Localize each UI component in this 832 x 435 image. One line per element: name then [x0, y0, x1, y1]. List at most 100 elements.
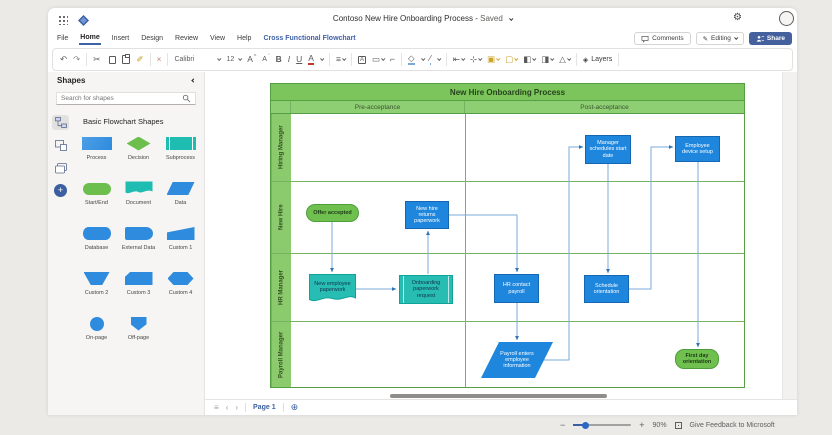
connector-button[interactable]: ⌐: [389, 54, 395, 65]
bold-button[interactable]: B: [275, 54, 282, 65]
vertical-scrollbar[interactable]: [782, 72, 797, 399]
search-input[interactable]: [61, 95, 171, 102]
stencil-shape-external-data[interactable]: External Data: [118, 226, 160, 262]
account-avatar[interactable]: [779, 11, 794, 26]
font-size-select[interactable]: 12: [226, 56, 243, 63]
lane-hiring-manager[interactable]: Hiring Manager: [271, 114, 744, 181]
stencil-shape-database[interactable]: Database: [76, 226, 118, 262]
font-name-select[interactable]: Calibri: [174, 56, 222, 63]
stencil-shape-custom-1[interactable]: Custom 1: [160, 226, 202, 262]
align-objects-button[interactable]: ⇤: [453, 55, 466, 64]
stencil-shape-decision[interactable]: Decision: [118, 136, 160, 172]
document-title[interactable]: Contoso New Hire Onboarding Process - Sa…: [168, 14, 677, 23]
shape-hr-contact-payroll[interactable]: HR contact payroll: [494, 274, 539, 303]
editing-mode-button[interactable]: ✎ Editing: [695, 32, 744, 45]
group-button[interactable]: ▣: [487, 55, 501, 64]
tab-insert[interactable]: Insert: [111, 35, 130, 42]
phase-pre-acceptance[interactable]: Pre-acceptance: [291, 101, 465, 113]
stencil-tab-stencils[interactable]: [52, 161, 69, 176]
stencil-shape-document[interactable]: Document: [118, 181, 160, 217]
zoom-in-button[interactable]: +: [639, 420, 645, 430]
layers-button[interactable]: ◈Layers: [582, 56, 613, 64]
feedback-link[interactable]: Give Feedback to Microsoft: [689, 421, 775, 429]
shape-manager-schedules-start-date[interactable]: Manager schedules start date: [585, 135, 631, 164]
tab-file[interactable]: File: [57, 35, 69, 42]
page-tab[interactable]: Page 1: [253, 404, 276, 411]
drawing-canvas[interactable]: New Hire Onboarding Process Pre-acceptan…: [205, 72, 797, 399]
undo-button[interactable]: ↶: [60, 54, 68, 65]
line-color-button[interactable]: ∕: [429, 53, 431, 65]
comments-button[interactable]: Comments: [634, 32, 691, 45]
cross-functional-flowchart[interactable]: New Hire Onboarding Process Pre-acceptan…: [270, 83, 745, 388]
font-color-button[interactable]: A: [308, 53, 314, 65]
stencil-shape-subprocess[interactable]: Subprocess: [160, 136, 202, 172]
delete-button[interactable]: ×: [156, 54, 162, 65]
zoom-level[interactable]: 90%: [652, 421, 667, 429]
collapse-panel-icon[interactable]: [191, 78, 196, 83]
tab-home[interactable]: Home: [79, 32, 101, 45]
ungroup-button[interactable]: ▢: [505, 55, 519, 64]
stencil-shape-off-page[interactable]: Off-page: [118, 316, 160, 352]
shape-schedule-orientation[interactable]: Schedule orientation: [584, 275, 629, 303]
italic-button[interactable]: I: [287, 54, 291, 65]
shape-new-employee-paperwork[interactable]: New employee paperwork: [309, 274, 356, 306]
shape-search-box[interactable]: [56, 92, 196, 105]
add-page-button[interactable]: ⊕: [290, 402, 299, 412]
text-box-button[interactable]: A: [357, 55, 366, 64]
flowchart-title[interactable]: New Hire Onboarding Process: [271, 84, 744, 101]
stencil-shape-on-page[interactable]: On-page: [76, 316, 118, 352]
share-button[interactable]: Share: [748, 32, 792, 45]
stencil-tab-flowchart[interactable]: [52, 115, 69, 130]
visio-logo-icon[interactable]: [78, 13, 89, 31]
position-button[interactable]: ⊹: [470, 55, 483, 64]
tab-view[interactable]: View: [210, 35, 226, 42]
stencil-shape-process[interactable]: Process: [76, 136, 118, 172]
next-page-icon[interactable]: ›: [235, 403, 239, 412]
chevron-down-icon[interactable]: [437, 56, 442, 61]
shape-employee-device-setup[interactable]: Employee device setup: [675, 136, 720, 162]
shape-offer-accepted[interactable]: Offer accepted: [306, 204, 359, 222]
underline-button[interactable]: U: [296, 54, 303, 65]
align-text-button[interactable]: ≡: [336, 55, 347, 64]
paste-button[interactable]: [122, 54, 131, 64]
tab-review[interactable]: Review: [175, 35, 198, 42]
stencil-shape-custom-4[interactable]: Custom 4: [160, 271, 202, 307]
horizontal-scrollbar[interactable]: [390, 394, 607, 398]
tab-design[interactable]: Design: [141, 35, 164, 42]
shape-new-hire-returns-paperwork[interactable]: New hire returns paperwork: [405, 201, 449, 229]
lane-new-hire[interactable]: New Hire: [271, 181, 744, 253]
chevron-down-icon[interactable]: [320, 56, 325, 61]
change-shape-button[interactable]: ▭: [372, 55, 386, 64]
stencil-shape-custom-2[interactable]: Custom 2: [76, 271, 118, 307]
stencil-shape-custom-3[interactable]: Custom 3: [118, 271, 160, 307]
phase-post-acceptance[interactable]: Post-acceptance: [580, 103, 629, 111]
shape-first-day-orientation[interactable]: First day orientation: [675, 349, 719, 369]
grow-font-button[interactable]: A^: [247, 53, 257, 65]
cut-button[interactable]: ✂: [93, 54, 101, 65]
redo-button[interactable]: ↷: [73, 54, 81, 65]
stencil-tab-shapes[interactable]: [52, 138, 69, 153]
pages-menu-icon[interactable]: ≡: [214, 403, 219, 412]
stencil-shape-start-end[interactable]: Start/End: [76, 181, 118, 217]
tab-cross-functional-flowchart[interactable]: Cross Functional Flowchart: [263, 35, 356, 42]
zoom-out-button[interactable]: −: [560, 420, 566, 430]
fit-to-window-icon[interactable]: [674, 421, 682, 429]
shape-effects-button[interactable]: △: [559, 55, 572, 64]
previous-page-icon[interactable]: ‹: [225, 403, 229, 412]
fill-color-button[interactable]: ◇: [407, 53, 415, 65]
zoom-slider[interactable]: [573, 421, 632, 429]
app-launcher-icon[interactable]: [58, 15, 68, 25]
stencil-shape-data[interactable]: Data: [160, 181, 202, 217]
send-backward-button[interactable]: ◨: [541, 55, 555, 64]
shape-onboarding-paperwork-request[interactable]: Onboarding paperwork request: [399, 275, 453, 304]
copy-button[interactable]: [107, 53, 117, 64]
add-stencil-button[interactable]: +: [54, 184, 67, 197]
format-painter-button[interactable]: ✐: [136, 54, 144, 65]
bring-forward-button[interactable]: ◧: [523, 55, 537, 64]
tab-help[interactable]: Help: [237, 35, 252, 42]
zoom-slider-knob[interactable]: [582, 421, 590, 429]
settings-gear-icon[interactable]: ⚙: [733, 12, 742, 23]
chevron-down-icon[interactable]: [420, 56, 425, 61]
lane-payroll-manager[interactable]: Payroll Manager: [271, 321, 744, 387]
